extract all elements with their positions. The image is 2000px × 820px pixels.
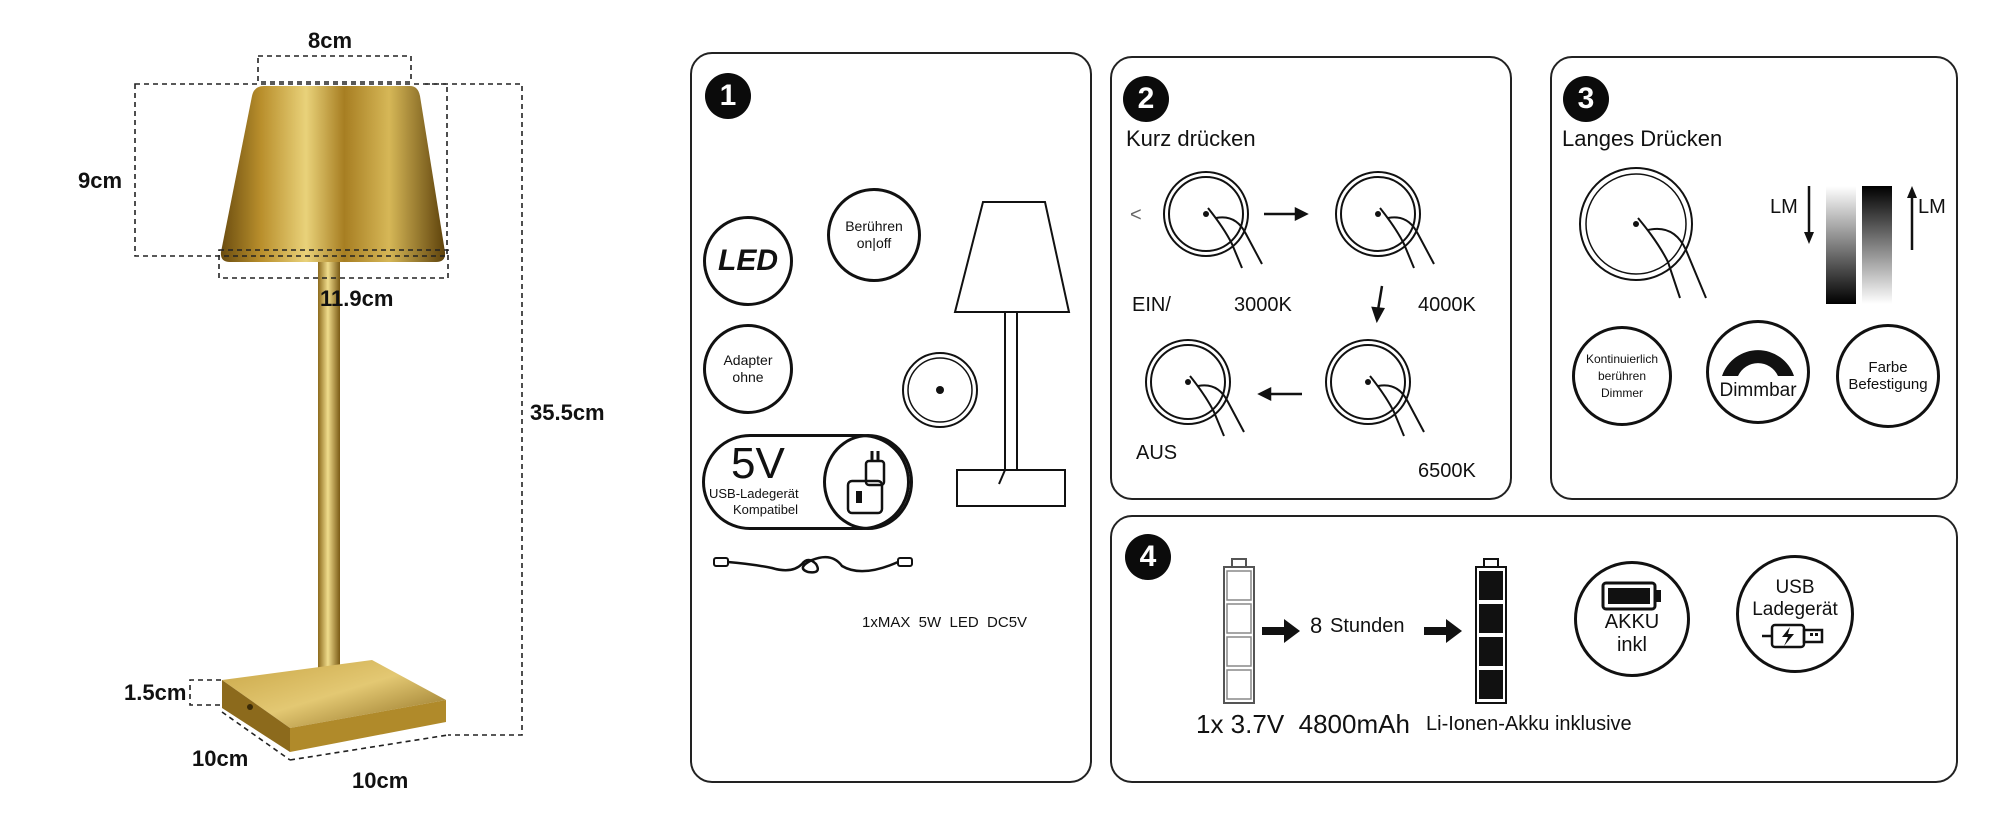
short-press-sequence-icons xyxy=(1145,171,1435,437)
battery-type: Li-Ionen-Akku inklusive xyxy=(1426,713,1632,735)
touch-line2: on|off xyxy=(856,235,892,251)
dimmable-label: Dimmbar xyxy=(1719,380,1797,401)
color-mount-badge: Farbe Befestigung xyxy=(1836,324,1940,428)
usb-charger-badge: 5V USB-Ladegerät Kompatibel xyxy=(702,434,913,530)
panel-1-contents: 1 LED Berühren on|off Adapter ohne 5V US… xyxy=(690,52,1092,783)
akku-line2: inkl xyxy=(1616,634,1647,656)
step-number-3: 3 xyxy=(1563,76,1609,122)
plus-sign: + xyxy=(1787,347,1798,367)
panel-2-short-press: 2 Kurz drücken < EIN/ 3000K 4000K AUS 65… xyxy=(1110,56,1512,500)
lm-left-label: LM xyxy=(1770,196,1798,218)
spec-label: 1xMAX 5W LED DC5V xyxy=(862,614,1028,631)
brightness-scale-icon xyxy=(1804,186,1917,304)
charger-line2: Kompatibel xyxy=(733,502,799,517)
on-label: EIN/ xyxy=(1132,294,1171,316)
volt-label: 5V xyxy=(731,439,785,488)
usb-charger-included-badge: USB Ladegerät xyxy=(1736,555,1854,673)
kelvin-3000: 3000K xyxy=(1234,294,1292,316)
step-number-1: 1 xyxy=(705,73,751,119)
led-text: LED xyxy=(718,244,778,277)
dim-base-depth: 10cm xyxy=(192,746,249,771)
touch-line1: Berühren xyxy=(845,218,903,234)
charger-line1: USB-Ladegerät xyxy=(709,486,799,501)
usb-line1: USB xyxy=(1775,577,1815,598)
gold-lamp-illustration xyxy=(134,55,523,761)
c1-line3: Dimmer xyxy=(1601,385,1643,400)
led-badge: LED xyxy=(703,216,793,306)
panel-3-long-press: 3 Langes Drücken LM LM Kontinuierlich be… xyxy=(1550,56,1958,500)
step-number-4: 4 xyxy=(1125,534,1171,580)
hours-label: Stunden xyxy=(1330,615,1405,637)
step-number-2: 2 xyxy=(1123,76,1169,122)
dimmable-badge: - + Dimmbar xyxy=(1706,320,1810,424)
battery-spec: 1x 3.7V 4800mAh xyxy=(1196,709,1410,739)
lm-right-label: LM xyxy=(1918,196,1946,218)
c3-line2: Befestigung xyxy=(1848,376,1928,393)
kelvin-4000: 4000K xyxy=(1418,294,1476,316)
lamp-dimension-drawing: 8cm 9cm 11.9cm 35.5cm 1.5cm 10cm 10cm xyxy=(0,0,640,820)
battery-included-badge: AKKU inkl xyxy=(1574,561,1690,677)
c3-line1: Farbe xyxy=(1868,359,1908,376)
dim-base-height: 1.5cm xyxy=(124,680,187,705)
dim-base-width: 10cm xyxy=(352,768,409,793)
adapter-line2: ohne xyxy=(732,369,764,385)
touch-pad-icon xyxy=(902,352,978,428)
dim-shade-bottom-width: 11.9cm xyxy=(320,286,394,311)
usb-cable-icon xyxy=(713,555,913,574)
adapter-line1: Adapter xyxy=(723,352,773,368)
usb-line2: Ladegerät xyxy=(1752,599,1838,620)
full-battery-icon xyxy=(1475,558,1507,704)
long-press-title: Langes Drücken xyxy=(1562,126,1723,151)
short-press-title: Kurz drücken xyxy=(1126,126,1256,151)
minus-sign: - xyxy=(1723,347,1729,367)
empty-battery-icon xyxy=(1223,558,1255,704)
off-label: AUS xyxy=(1136,442,1178,464)
less-than-glyph: < xyxy=(1130,204,1142,226)
kelvin-6500: 6500K xyxy=(1418,460,1476,482)
c1-line2: berühren xyxy=(1597,368,1647,383)
dim-total-height: 35.5cm xyxy=(530,400,605,425)
touch-on-off-badge: Berühren on|off xyxy=(827,188,921,282)
arrow-right-icon xyxy=(1262,619,1300,643)
arrow-right-icon-2 xyxy=(1424,619,1462,643)
dim-shade-height: 9cm xyxy=(78,168,123,193)
dim-top-width: 8cm xyxy=(308,28,353,53)
hours-number: 8 xyxy=(1310,613,1323,638)
panel-4-battery: 4 8 Stunden 1x 3.7V 4800mAh Li-Ionen-Akk… xyxy=(1110,515,1958,783)
usb-plug-icon xyxy=(1762,623,1824,649)
akku-line1: AKKU xyxy=(1604,611,1660,633)
continuous-dimmer-badge: Kontinuierlich berühren Dimmer xyxy=(1572,326,1672,426)
long-press-touch-icon xyxy=(1579,167,1707,299)
c1-line1: Kontinuierlich xyxy=(1585,351,1659,366)
battery-level-icon xyxy=(1601,581,1661,611)
adapter-badge: Adapter ohne xyxy=(703,324,793,414)
wall-adapter-icon xyxy=(823,434,913,530)
lamp-outline-icon xyxy=(953,201,1071,507)
